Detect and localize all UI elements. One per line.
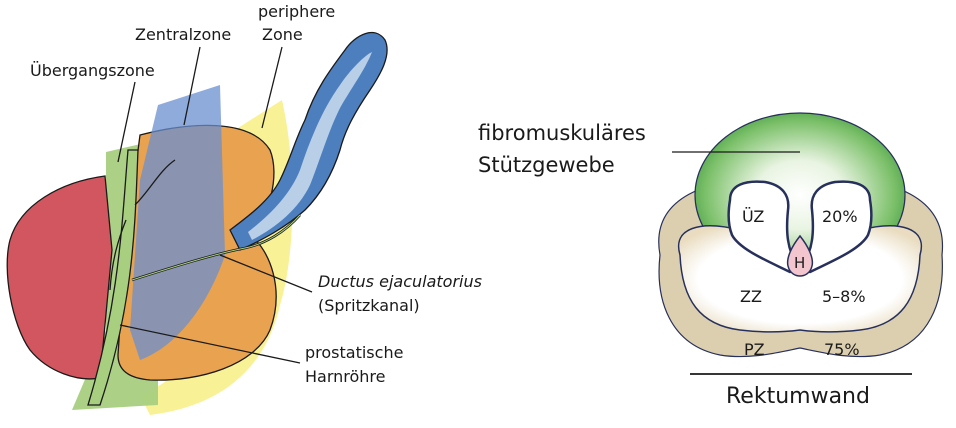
label-pz-percent: 75% — [824, 340, 860, 359]
urethra-branch — [134, 159, 176, 206]
right-transition-lobe — [797, 180, 873, 274]
urethra-shape — [87, 149, 139, 406]
urethra-branch — [109, 219, 127, 291]
label-rektumwand: Rektumwand — [726, 384, 870, 409]
label-h: H — [794, 254, 805, 272]
label-periphere: periphere — [258, 2, 335, 21]
pointer-uebergangszone — [117, 81, 136, 163]
pointer-periphere-zone — [261, 46, 283, 129]
label-harnroehre: Harnröhre — [305, 367, 386, 386]
label-uebergangszone: Übergangszone — [30, 61, 155, 80]
urethra-shape-transverse — [786, 234, 814, 277]
label-zz: ZZ — [740, 287, 762, 306]
central-zone-shape — [130, 85, 225, 360]
label-pz: PZ — [744, 340, 765, 359]
left-transition-lobe — [727, 180, 803, 274]
transverse-prostate-diagram: fibromuskuläres Stützgewebe ÜZ 20% H ZZ … — [478, 112, 944, 409]
vesicle-lumen-shape — [248, 52, 372, 240]
label-zz-percent: 5–8% — [822, 287, 866, 306]
label-uz-percent: 20% — [822, 207, 858, 226]
label-fibromuskulaeres: fibromuskuläres — [478, 121, 646, 145]
label-spritzkanal: (Spritzkanal) — [318, 296, 420, 315]
label-ductus: Ductus ejaculatorius — [318, 272, 482, 291]
label-zentralzone: Zentralzone — [135, 25, 231, 44]
ejaculatory-duct-inner — [131, 214, 301, 281]
label-stuetzgewebe: Stützgewebe — [478, 153, 615, 177]
label-uz: ÜZ — [742, 207, 764, 226]
pointer-zentralzone — [183, 46, 201, 126]
label-zone: Zone — [262, 25, 303, 44]
anterior-lobe-shape — [6, 175, 113, 380]
sagittal-prostate-diagram: Übergangszone Zentralzone periphere Zone… — [6, 2, 482, 415]
pointer-harnroehre — [119, 324, 301, 364]
pointer-ductus — [219, 254, 313, 293]
label-prostatische: prostatische — [305, 343, 403, 362]
